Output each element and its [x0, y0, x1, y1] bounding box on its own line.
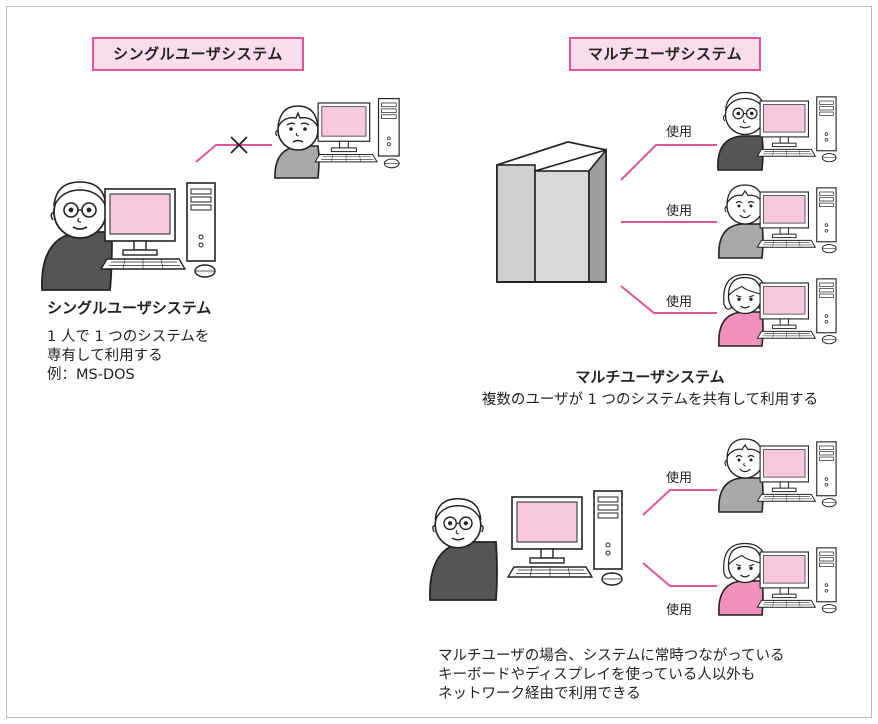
multi-user-1-pc	[756, 96, 837, 163]
single-user-header: シングルユーザシステム	[92, 37, 304, 71]
single-user-person	[41, 181, 113, 291]
use-label-2: 使用	[666, 204, 693, 219]
single-caption-title: シングルユーザシステム	[47, 299, 212, 317]
connection-line-3	[620, 285, 717, 314]
remote-user-pc	[314, 97, 400, 169]
network-user-1-pc	[756, 441, 837, 508]
connection-line-1	[620, 144, 717, 181]
multi-user-2-pc	[756, 187, 837, 254]
single-caption-line-3: 例：MS-DOS	[47, 367, 135, 383]
single-caption-line-2: 専有して利用する	[47, 348, 163, 364]
server-icon	[496, 141, 607, 283]
cross-mark-icon	[230, 136, 248, 154]
single-user-pc	[100, 182, 216, 278]
multi-caption-title: マルチユーザシステム	[575, 368, 725, 386]
use-label-3: 使用	[666, 295, 693, 310]
network-user-2-pc	[756, 547, 837, 614]
diagram-frame	[6, 6, 872, 718]
use-label-5: 使用	[666, 603, 693, 618]
terminal-caption-line-3: ネットワーク経由で利用できる	[438, 686, 641, 702]
multi-user-header: マルチユーザシステム	[569, 37, 761, 71]
network-line-1	[642, 489, 717, 516]
single-caption-line-1: 1 人で 1 つのシステムを	[47, 329, 210, 345]
local-user-person	[429, 497, 498, 601]
use-label-4: 使用	[666, 471, 693, 486]
broken-connection-line	[195, 144, 272, 163]
use-label-1: 使用	[666, 125, 693, 140]
multi-user-3-pc	[756, 278, 837, 345]
network-line-2	[642, 562, 717, 587]
multi-caption-text: 複数のユーザが 1 つのシステムを共有して利用する	[481, 392, 819, 408]
remote-user-person	[274, 105, 322, 179]
multi-user-1-person	[717, 91, 768, 171]
local-system-pc	[507, 490, 623, 586]
terminal-caption-line-2: キーボードやディスプレイを使っている人以外も	[438, 667, 756, 683]
terminal-caption-line-1: マルチユーザの場合、システムに常時つながっている	[438, 648, 785, 664]
